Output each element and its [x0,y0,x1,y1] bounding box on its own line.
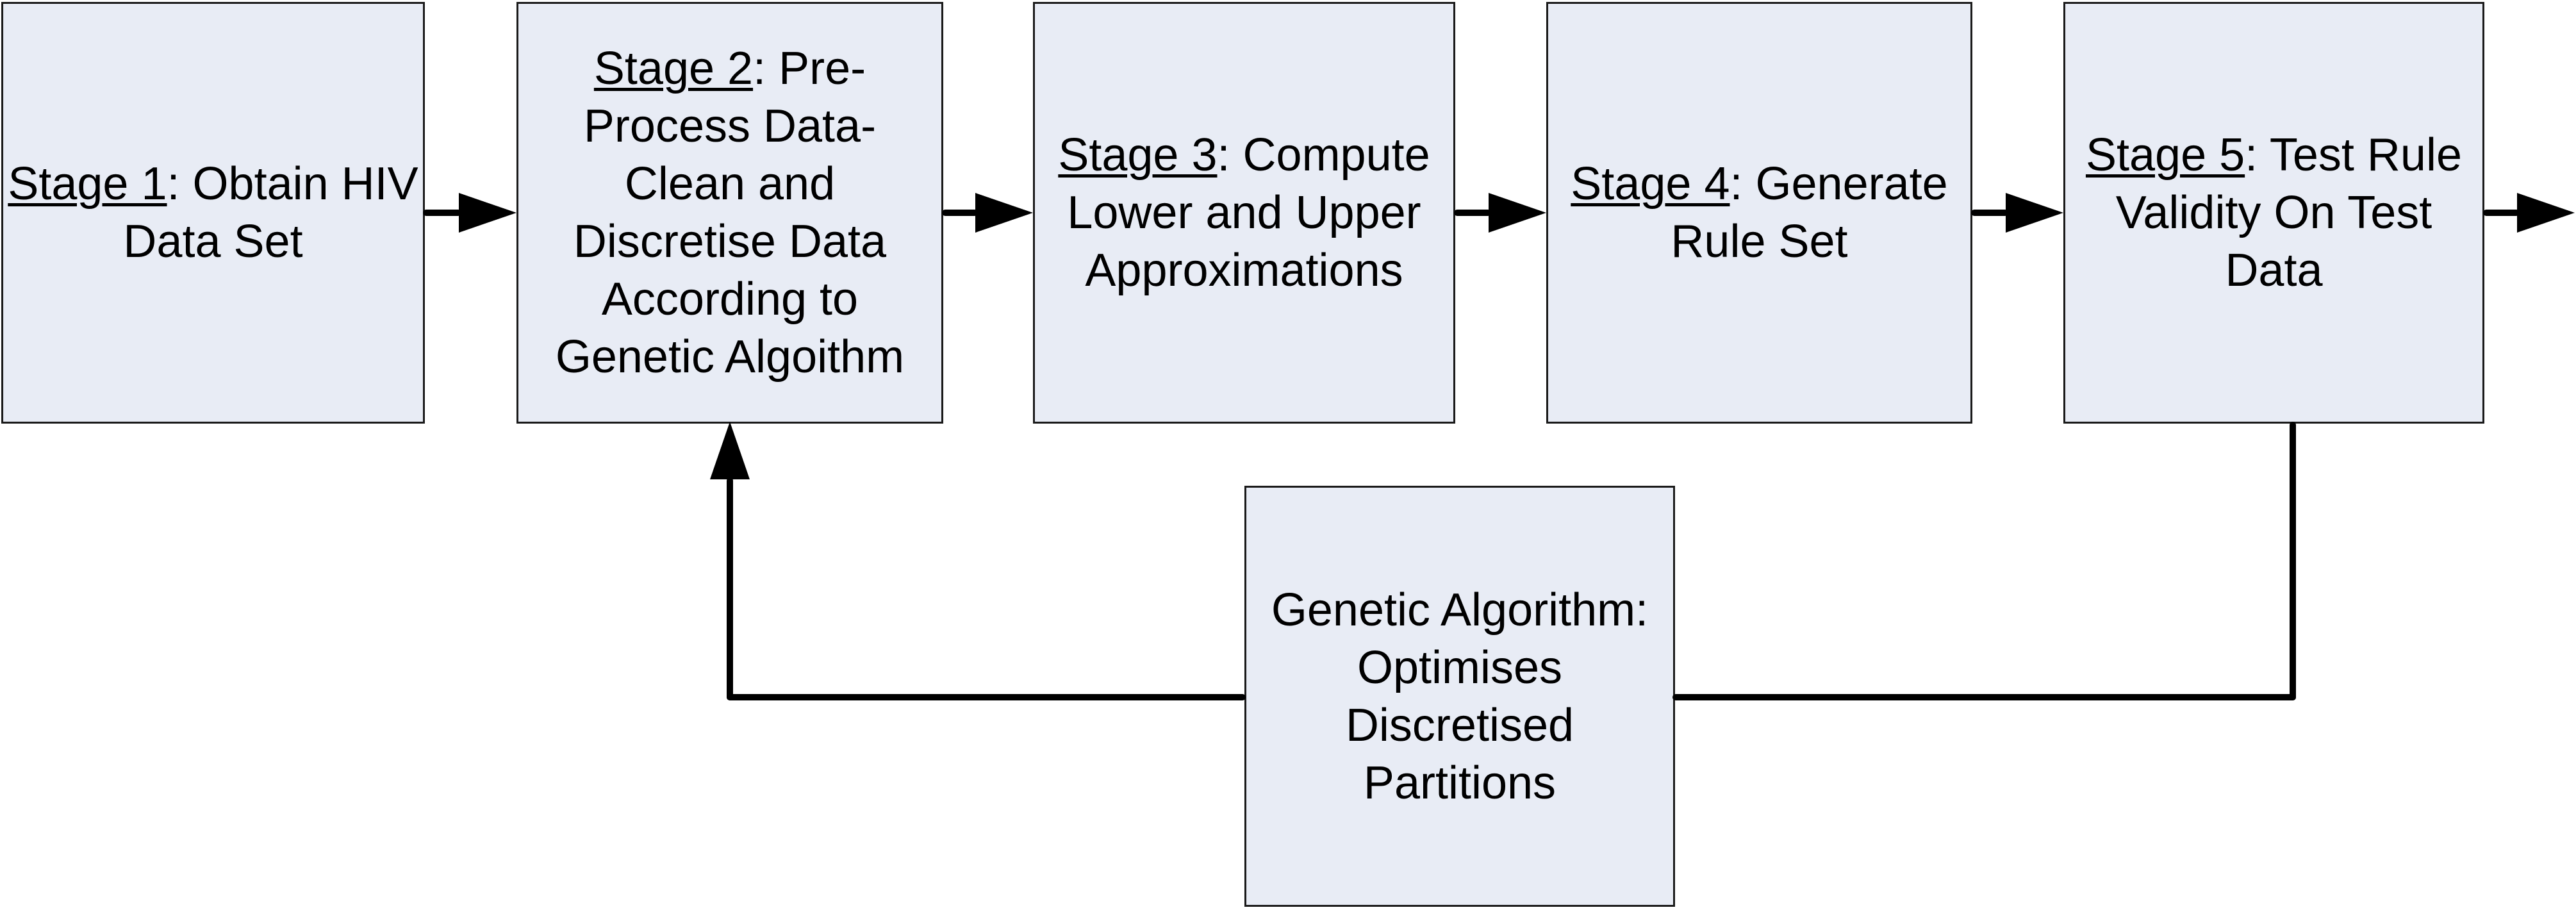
label-text: Discretise Data [573,216,887,267]
box-text-line: Stage 3: Compute [1058,126,1430,184]
stage-number-underlined: Stage 4 [1571,158,1730,210]
stage-number-underlined: Stage 2 [593,43,754,94]
feedback-line-to-genetic-algorithm [1672,694,2296,700]
label-text: Partitions [1363,757,1556,809]
label-text: According to [601,274,859,325]
label-text: : Compute [1217,129,1430,181]
stage-number-underlined: Stage 5 [2085,129,2245,181]
stage-number-underlined: Stage 1 [8,158,167,210]
box-text-line: Approximations [1058,242,1430,299]
label-text: Process Data- [583,101,877,152]
arrow-stage5-output [2483,193,2575,233]
label-text: Validity On Test [2115,187,2432,238]
label-text: : Test Rule [2245,129,2463,181]
box-text-line: Stage 4: Generate [1571,155,1947,213]
label-text: Rule Set [1671,216,1848,267]
label-text: : Pre- [753,43,866,94]
box-text-line: Genetic Algorithm: [1271,581,1648,639]
arrow-stage2-to-stage3 [942,193,1033,233]
box-text-line: Stage 5: Test Rule [2086,126,2462,184]
arrow-head-right-icon [975,193,1033,233]
feedback-line-from-genetic-algorithm [727,694,1246,700]
box-text-line: Lower and Upper [1058,184,1430,242]
feedback-line-down-from-stage5 [2290,422,2296,700]
box-text-line: Validity On Test [2086,184,2462,242]
label-text: Approximations [1085,245,1403,296]
box-text-line: Clean and [556,155,904,213]
label-text: Lower and Upper [1067,187,1421,238]
stage-number-underlined: Stage 3 [1058,129,1218,181]
label-text: Genetic Algorithm: [1271,584,1649,636]
label-text: Optimises [1357,641,1563,693]
arrow-stage4-to-stage5 [1971,193,2063,233]
arrow-stage3-to-stage4 [1454,193,1546,233]
box-text-line: Discretise Data [556,213,904,270]
arrow-head-right-icon [2006,193,2063,233]
arrow-head-right-icon [1489,193,1546,233]
label-text: Data [2225,245,2323,296]
label-text: Genetic Algoithm [555,331,905,383]
box-text-line: Data [2086,242,2462,299]
arrow-stage1-to-stage2 [423,193,516,233]
arrow-shaft [1971,210,2008,216]
feedback-line-up-to-stage2 [727,477,733,700]
arrow-shaft [423,210,461,216]
label-text: Clean and [624,158,836,210]
label-text: : Generate [1730,158,1948,210]
box-text-line: According to [556,270,904,328]
arrow-shaft [1454,210,1491,216]
box-text-line: Stage 1: Obtain HIV [8,155,418,213]
box-text-line: Stage 2: Pre- [556,40,904,97]
box-text-line: Rule Set [1571,213,1947,270]
box-text-line: Genetic Algoithm [556,328,904,386]
arrow-shaft [2483,210,2520,216]
box-text-line: Partitions [1271,754,1648,812]
arrow-head-up-icon [710,422,750,479]
box-text-line: Data Set [8,213,418,270]
arrow-shaft [942,210,978,216]
label-text: Data Set [123,216,303,267]
box-text-line: Discretised [1271,697,1648,754]
label-text: Discretised [1345,699,1574,751]
arrow-head-right-icon [2517,193,2575,233]
label-text: : Obtain HIV [167,158,418,210]
box-text-line: Optimises [1271,639,1648,697]
arrow-head-right-icon [459,193,516,233]
box-text-line: Process Data- [556,97,904,155]
